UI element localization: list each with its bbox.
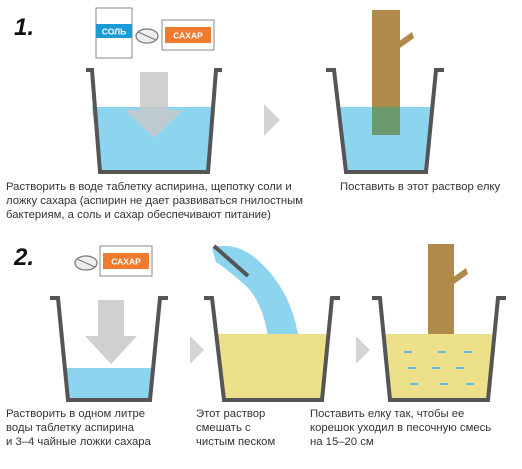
aspirin-tablet-icon bbox=[135, 28, 159, 44]
caption-line: Растворить в одном литре bbox=[6, 408, 146, 420]
step-1-number: 1. bbox=[14, 14, 35, 41]
chevron-right-icon bbox=[264, 104, 280, 136]
caption-line: ложку сахара (аспирин не дает развиватьс… bbox=[6, 195, 303, 207]
aspirin-tablet-icon bbox=[74, 255, 98, 271]
caption-line: и 3–4 чайные ложки сахара bbox=[6, 436, 151, 448]
caption-line: смешать с bbox=[196, 422, 251, 434]
glass-sand-mix bbox=[204, 296, 340, 402]
glass-tree-sand bbox=[372, 244, 506, 402]
caption-line: чистым песком bbox=[196, 436, 276, 448]
step-1-caption-left: Растворить в воде таблетку аспирина, щеп… bbox=[6, 180, 303, 222]
caption-line: бактериям, а соль и сахар обеспечивают п… bbox=[6, 209, 271, 221]
step-2-caption-left: Растворить в одном литре воды таблетку а… bbox=[6, 407, 151, 449]
step-2-caption-middle: Этот раствор смешать с чистым песком bbox=[196, 407, 275, 449]
chevron-right-icon bbox=[190, 336, 204, 364]
sugar-packet-icon: САХАР bbox=[99, 245, 153, 277]
caption-line: корешок уходил в песочную смесь bbox=[310, 422, 492, 434]
down-arrow-icon bbox=[125, 72, 183, 138]
caption-line: воды таблетку аспирина bbox=[6, 422, 135, 434]
pouring-water-stream bbox=[212, 244, 298, 336]
sugar-packet-icon: САХАР bbox=[161, 19, 215, 51]
salt-packet-icon: СОЛЬ bbox=[95, 7, 133, 59]
salt-label: СОЛЬ bbox=[102, 27, 126, 37]
down-arrow-icon bbox=[85, 300, 137, 364]
caption-line: Растворить в воде таблетку аспирина, щеп… bbox=[6, 181, 292, 193]
step-2-caption-right: Поставить елку так, чтобы ее корешок ухо… bbox=[310, 407, 491, 449]
step-2-number: 2. bbox=[14, 244, 35, 271]
chevron-right-icon bbox=[356, 336, 370, 364]
sugar-label: САХАР bbox=[173, 31, 203, 41]
glass-water-1 bbox=[86, 68, 222, 174]
caption-line: Этот раствор bbox=[196, 408, 266, 420]
caption-line: на 15–20 см bbox=[310, 436, 374, 448]
glass-tree-water bbox=[326, 10, 444, 174]
glass-water-2 bbox=[50, 296, 168, 402]
caption-line: Поставить елку так, чтобы ее bbox=[310, 408, 465, 420]
sugar-label: САХАР bbox=[111, 257, 141, 267]
step-1-caption-right: Поставить в этот раствор елку bbox=[340, 181, 501, 193]
